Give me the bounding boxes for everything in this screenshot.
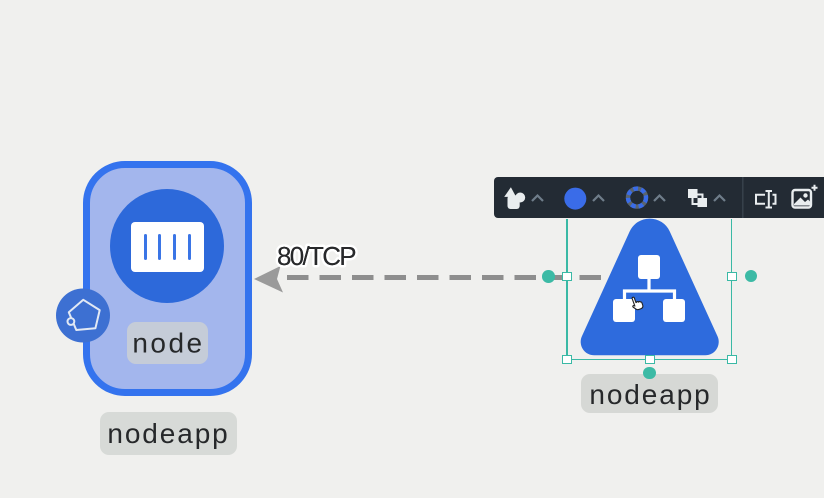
svg-text:nodeapp: nodeapp	[107, 418, 229, 449]
svg-text:80/TCP: 80/TCP	[277, 241, 355, 271]
svg-text:nodeapp: nodeapp	[589, 379, 711, 410]
svg-text:node: node	[132, 328, 204, 359]
svg-text:80/TCP: 80/TCP	[277, 241, 355, 271]
